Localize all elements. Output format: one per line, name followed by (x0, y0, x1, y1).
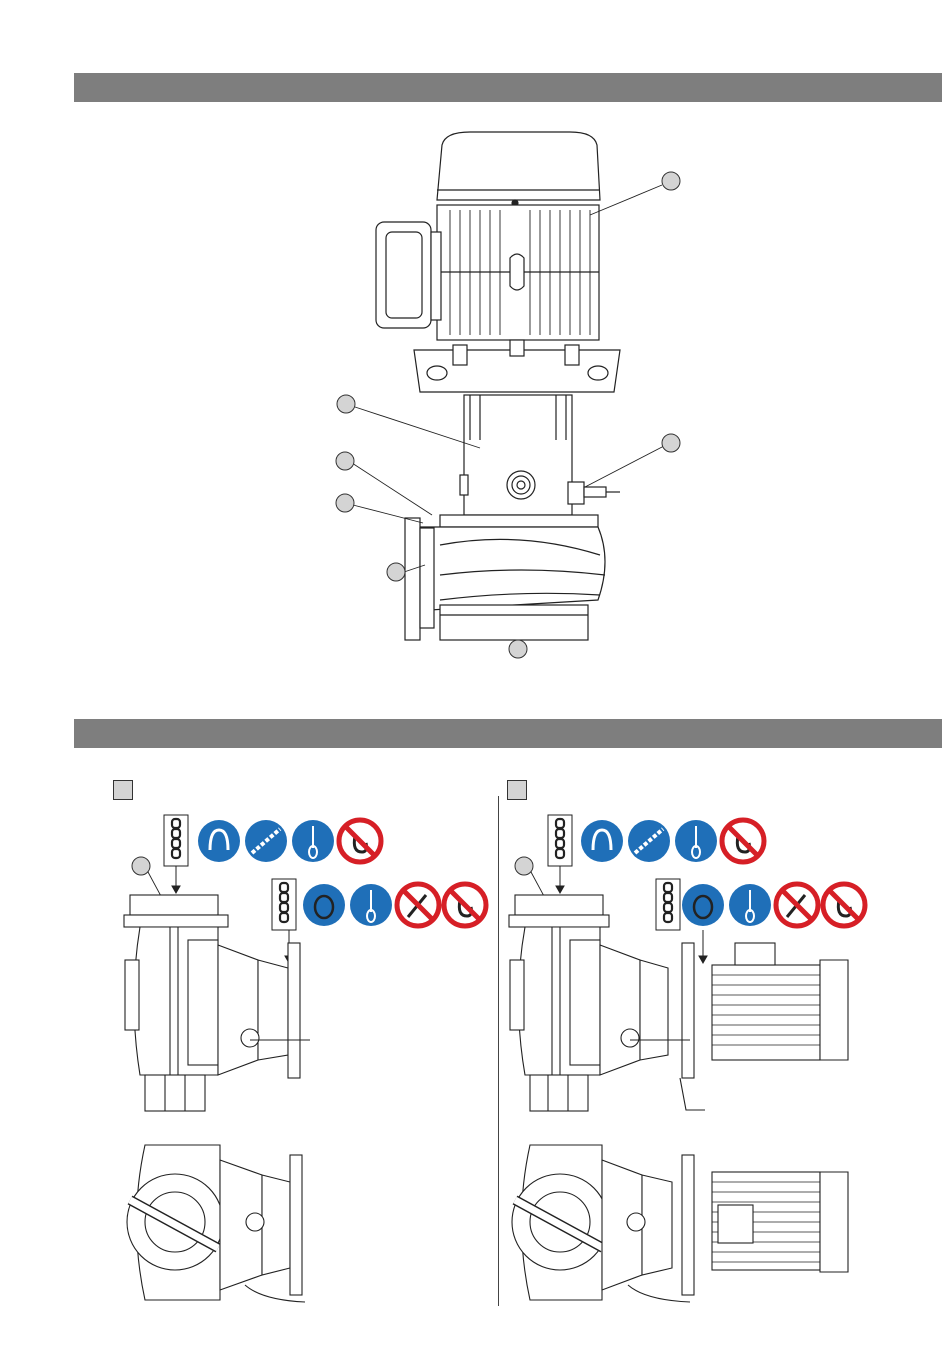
callout-foot (509, 640, 527, 658)
shackle-icon (198, 820, 240, 862)
callout-housing-top (336, 452, 354, 470)
pump-foot (440, 605, 588, 640)
sign-row-1-right (581, 820, 764, 862)
sign-row-1-left (198, 820, 381, 862)
sign-row-2-left (303, 884, 486, 926)
callout-lantern (337, 395, 355, 413)
strap-loop-icon (303, 884, 345, 926)
callout-lifting-plate-left (132, 857, 150, 875)
sign-row-2-right (682, 884, 865, 926)
callout-volute (387, 563, 405, 581)
callout-motor (662, 172, 680, 190)
callout-vent (662, 434, 680, 452)
pump-flange-left (405, 518, 420, 640)
pump-top-view-right (512, 1145, 848, 1302)
shackle-icon (581, 820, 623, 862)
callout-lifting-plate-right (515, 857, 533, 875)
strap-loop-icon (682, 884, 724, 926)
pump-housing-top (440, 515, 598, 527)
pump-top-view-left (127, 1145, 305, 1302)
callout-flange (336, 494, 354, 512)
terminal-box (376, 222, 431, 328)
